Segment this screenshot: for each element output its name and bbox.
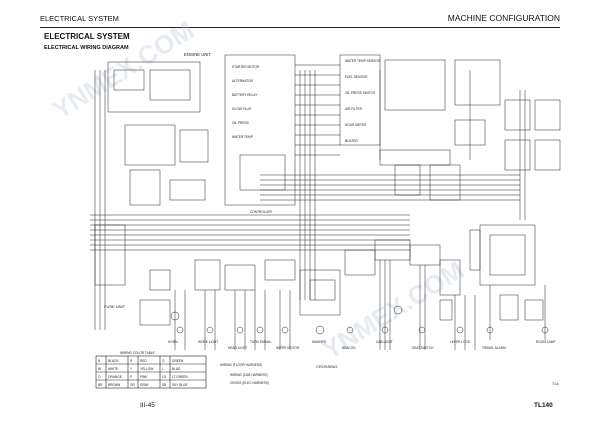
page-subtitle: ELECTRICAL WIRING DIAGRAM — [44, 45, 129, 51]
legend-cell: PINK — [140, 375, 148, 379]
legend-cell: ORANGE — [108, 375, 122, 379]
wire-label: AIR FILTER — [345, 107, 363, 111]
legend-cell: BLUE — [172, 367, 180, 371]
header-section: ELECTRICAL SYSTEM — [40, 14, 119, 23]
legend-cell: B — [98, 359, 100, 363]
load-label: HEAD LIGHT — [228, 346, 247, 350]
wire-label: OIL PRESS SWITCH — [345, 91, 376, 95]
load-label: LEVER LOCK — [450, 340, 471, 344]
note-label: WIRING (CAB HARNESS) — [230, 373, 268, 377]
legend-cell: BLACK — [108, 359, 119, 363]
wire-label: WATER TEMP — [232, 135, 253, 139]
wire-label: GLOW PLUG — [232, 107, 252, 111]
crossing-label: CROSSING — [316, 364, 337, 369]
legend-cell: O — [98, 375, 101, 379]
page-header: ELECTRICAL SYSTEM MACHINE CONFIGURATION — [40, 13, 560, 26]
wire-label: HOUR METER — [345, 123, 367, 127]
load-label: TRAVEL ALARM — [482, 346, 506, 350]
legend-title: WIRING COLOR TABLE — [120, 351, 155, 355]
header-rule — [40, 27, 560, 28]
legend-cell: RED — [140, 359, 147, 363]
page-title: ELECTRICAL SYSTEM — [44, 32, 130, 41]
wire-label: STARTER MOTOR — [232, 65, 260, 69]
model-code: TL140 — [534, 402, 553, 409]
legend-cell: BROWN — [108, 383, 121, 387]
legend-cell: SKY BLUE — [172, 383, 188, 387]
ref-code: T4-6 — [552, 382, 559, 386]
load-label: BEACON — [342, 346, 356, 350]
legend-cell: LT GREEN — [172, 375, 188, 379]
legend-cell: WHITE — [108, 367, 118, 371]
controller-label: CONTROLLER — [250, 210, 272, 214]
wire-label: ALTERNATOR — [232, 79, 254, 83]
wire-label: OIL PRESS — [232, 121, 249, 125]
engine-unit-label: ENGINE UNIT — [184, 52, 211, 57]
load-label: TURN SIGNAL — [250, 340, 272, 344]
note-label: CROSS (ELEC.HARNESS) — [230, 381, 269, 385]
legend-cell: LG — [162, 375, 167, 379]
load-label: SEAT SWITCH — [412, 346, 434, 350]
load-label: WIPER MOTOR — [276, 346, 300, 350]
load-label: WASHER — [312, 340, 327, 344]
header-chapter: MACHINE CONFIGURATION — [447, 13, 560, 23]
legend-cell: YELLOW — [140, 367, 153, 371]
legend-cell: BR — [98, 383, 103, 387]
load-label: WORK LIGHT — [198, 340, 218, 344]
load-label: CAB LIGHT — [376, 340, 393, 344]
legend-cell: GREEN — [172, 359, 184, 363]
legend-cell: Y — [130, 367, 133, 371]
legend-cell: GRAY — [140, 383, 150, 387]
legend-cells: B BLACK R RED G GREEN W WHITE Y YELLOW L BLUE O ORANG… — [98, 359, 188, 387]
legend-cell: P — [130, 375, 132, 379]
legend-cell: G — [162, 359, 165, 363]
wire-label: BUZZER — [345, 139, 358, 143]
page-number: III-45 — [140, 402, 155, 409]
legend-cell: SB — [162, 383, 166, 387]
load-label: HORN — [168, 340, 178, 344]
note-label: WIRING (FLOOR HARNESS) — [220, 363, 262, 367]
load-label: ROOM LAMP — [536, 340, 555, 344]
legend-cell: L — [162, 367, 164, 371]
wire-label: WATER TEMP SENSOR — [345, 59, 381, 63]
legend-cell: W — [98, 367, 101, 371]
fuse-unit-label: FUSE UNIT — [104, 304, 126, 309]
wire-label: BATTERY RELAY — [232, 93, 258, 97]
legend-cell: GR — [130, 383, 135, 387]
wire-label: FUEL SENSOR — [345, 75, 368, 79]
legend-cell: R — [130, 359, 133, 363]
